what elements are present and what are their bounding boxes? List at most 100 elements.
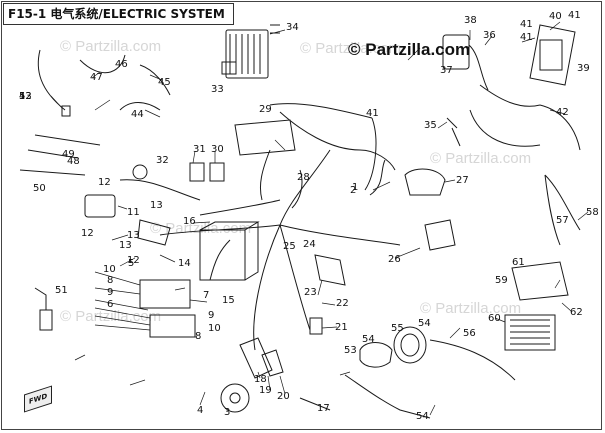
controller-bracket bbox=[511, 261, 569, 301]
callout-41: 41 bbox=[568, 10, 581, 21]
callout-54: 54 bbox=[416, 411, 429, 422]
connector-44 bbox=[61, 105, 71, 117]
watermark: © Partzilla.com bbox=[300, 40, 402, 57]
sensor bbox=[446, 117, 461, 147]
fuse-panel bbox=[149, 314, 196, 338]
horn-bracket bbox=[314, 254, 346, 286]
callout-47: 47 bbox=[90, 72, 103, 83]
callout-37: 37 bbox=[440, 65, 453, 76]
sub-harness bbox=[469, 84, 581, 151]
callout-35: 35 bbox=[424, 120, 437, 131]
watermark: © Partzilla.com bbox=[60, 38, 162, 55]
callout-18: 18 bbox=[254, 374, 267, 385]
callout-13: 13 bbox=[127, 230, 140, 241]
callout-12: 12 bbox=[127, 255, 140, 266]
relay-31 bbox=[209, 162, 225, 182]
throttle-assy bbox=[424, 219, 456, 251]
callout-6: 6 bbox=[107, 299, 113, 310]
callout-11: 11 bbox=[127, 207, 140, 218]
callout: 1 bbox=[19, 91, 25, 102]
ecu bbox=[529, 24, 576, 86]
callout-23: 23 bbox=[304, 287, 317, 298]
callout-14: 14 bbox=[178, 258, 191, 269]
battery bbox=[199, 221, 260, 281]
horn-center bbox=[229, 392, 241, 404]
switch-wire bbox=[369, 159, 386, 196]
strap bbox=[299, 397, 331, 411]
callout-5: 5 bbox=[128, 258, 134, 269]
callout-30: 30 bbox=[211, 144, 224, 155]
tie-51 bbox=[19, 169, 86, 176]
callout-58: 58 bbox=[586, 207, 599, 218]
connector-block bbox=[239, 337, 273, 379]
callout-8: 8 bbox=[195, 331, 201, 342]
callout-49: 49 bbox=[62, 149, 75, 160]
callout-50: 50 bbox=[33, 183, 46, 194]
callout-24: 24 bbox=[303, 239, 316, 250]
callout-54: 54 bbox=[362, 334, 375, 345]
callout-4: 4 bbox=[197, 405, 203, 416]
callout-27: 27 bbox=[456, 175, 469, 186]
callout-38: 38 bbox=[464, 15, 477, 26]
callout-42: 42 bbox=[556, 107, 569, 118]
controller-61 bbox=[504, 314, 556, 351]
callout-10: 10 bbox=[103, 264, 116, 275]
headlight bbox=[393, 326, 427, 364]
callout-53: 53 bbox=[344, 345, 357, 356]
callout-17: 17 bbox=[317, 403, 330, 414]
callout-13: 13 bbox=[119, 240, 132, 251]
brand-watermark: © Partzilla.com bbox=[348, 40, 471, 59]
callout-36: 36 bbox=[483, 30, 496, 41]
callout-9: 9 bbox=[107, 287, 113, 298]
callout-46: 46 bbox=[115, 59, 128, 70]
bracket bbox=[137, 219, 171, 246]
callout-31: 31 bbox=[193, 144, 206, 155]
callout-60: 60 bbox=[488, 313, 501, 324]
callout-61: 61 bbox=[512, 257, 525, 268]
callout-62: 62 bbox=[570, 307, 583, 318]
callout-48: 48 bbox=[67, 156, 80, 167]
wire-47 bbox=[79, 54, 126, 74]
watermark: © Partzilla.com bbox=[430, 150, 532, 167]
diagram-title: F15-1 电气系统/ELECTRIC SYSTEM bbox=[3, 3, 234, 25]
hose-53 bbox=[344, 374, 431, 419]
callout-9: 9 bbox=[208, 310, 214, 321]
callout-10: 10 bbox=[208, 323, 221, 334]
callout-29: 29 bbox=[259, 104, 272, 115]
callout-34: 34 bbox=[286, 22, 299, 33]
callout-1: 1 bbox=[352, 182, 358, 193]
regulator bbox=[225, 29, 269, 79]
starter-relay bbox=[84, 194, 116, 218]
callout-32: 32 bbox=[156, 155, 169, 166]
connector-block-2 bbox=[261, 349, 284, 377]
callout-22: 22 bbox=[336, 298, 349, 309]
callout-55: 55 bbox=[391, 323, 404, 334]
callout-41: 41 bbox=[366, 108, 379, 119]
bulb-socket bbox=[359, 342, 393, 368]
ecu-face bbox=[539, 39, 563, 71]
callout-43: 43 bbox=[19, 91, 32, 102]
callout-57: 57 bbox=[556, 215, 569, 226]
wire-58 bbox=[544, 174, 581, 246]
ignition-coil bbox=[442, 34, 470, 70]
callout-51: 51 bbox=[55, 285, 68, 296]
regulator-fins bbox=[229, 34, 261, 74]
callout-16: 16 bbox=[183, 216, 196, 227]
headlight-inner bbox=[400, 333, 420, 357]
watermark: © Partzilla.com bbox=[60, 308, 162, 325]
callout-44: 52 bbox=[19, 91, 32, 102]
callout-20: 20 bbox=[277, 391, 290, 402]
callout-2: 2 bbox=[350, 185, 356, 196]
hose-57 bbox=[429, 339, 516, 381]
callout-12: 12 bbox=[81, 228, 94, 239]
callout-39: 39 bbox=[577, 63, 590, 74]
callout-28: 28 bbox=[297, 172, 310, 183]
tie-50 bbox=[34, 134, 101, 146]
callout-3: 3 bbox=[224, 407, 230, 418]
wire-45 bbox=[119, 102, 161, 111]
